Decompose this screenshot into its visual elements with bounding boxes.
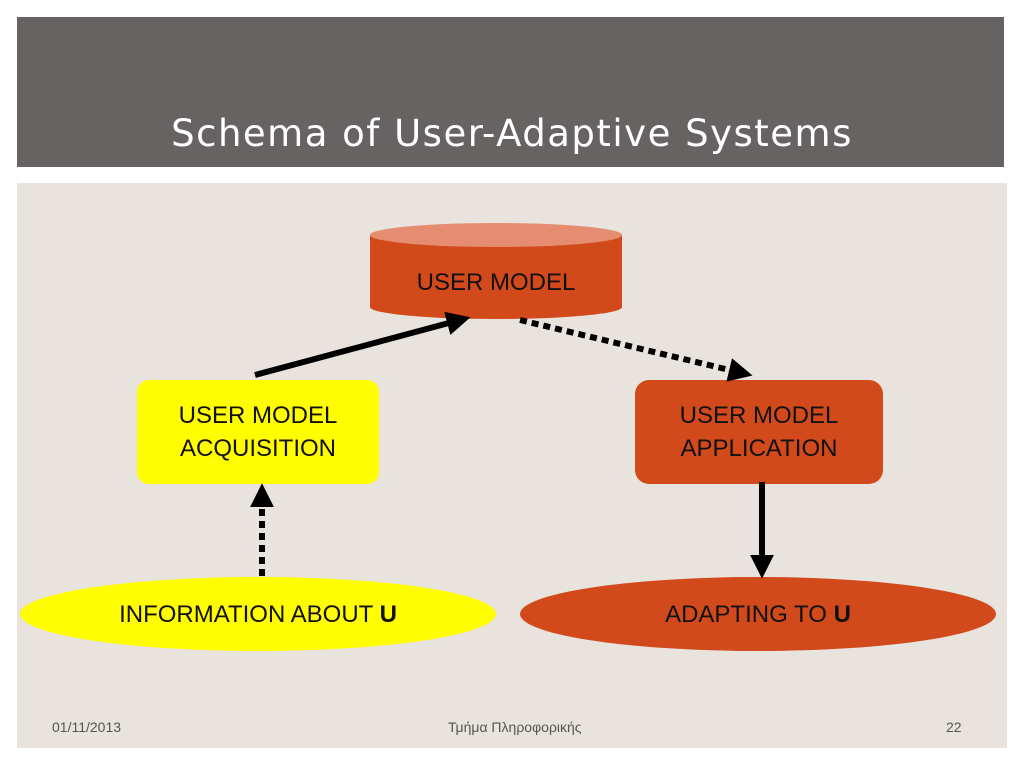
- application-label-line2: APPLICATION: [680, 435, 838, 462]
- slide-title: Schema of User-Adaptive Systems: [171, 112, 853, 155]
- footer-page-number: 22: [946, 719, 962, 735]
- acquisition-label: USER MODEL ACQUISITION: [137, 392, 379, 472]
- footer-department: Τμήμα Πληροφορικής: [448, 719, 582, 735]
- footer-date: 01/11/2013: [52, 719, 122, 735]
- acquisition-label-line1: USER MODEL: [178, 402, 338, 429]
- arrow-user-model-to-application: [519, 317, 753, 382]
- information-label: INFORMATION ABOUT U: [20, 596, 496, 632]
- acquisition-label-line2: ACQUISITION: [179, 435, 336, 462]
- information-text: INFORMATION ABOUT: [119, 600, 380, 628]
- application-box: [635, 380, 883, 484]
- arrow-acquisition-to-user-model: [254, 311, 471, 378]
- application-label: USER MODEL APPLICATION: [635, 392, 883, 472]
- user-model-label: USER MODEL: [416, 268, 576, 296]
- adapting-label: ADAPTING TO U: [520, 596, 996, 632]
- information-emphasis: U: [379, 600, 397, 628]
- adapting-emphasis: U: [833, 600, 851, 628]
- information-ellipse: [20, 577, 496, 651]
- acquisition-box: [137, 380, 379, 484]
- application-label-line1: USER MODEL: [679, 402, 839, 429]
- title-band: [17, 17, 1004, 167]
- adapting-text: ADAPTING TO: [665, 600, 834, 628]
- user-model-cylinder: [370, 223, 622, 319]
- adapting-ellipse: [520, 577, 996, 651]
